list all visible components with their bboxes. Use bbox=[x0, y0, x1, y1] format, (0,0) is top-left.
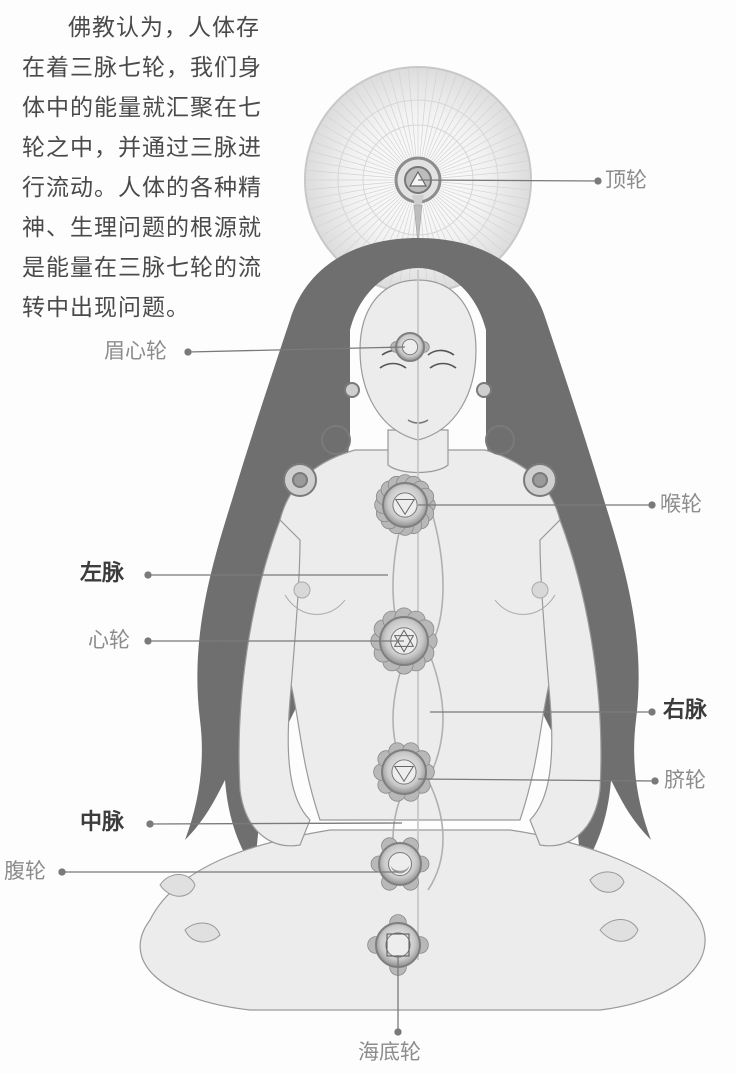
intro-line: 是能量在三脉七轮的流 bbox=[22, 248, 284, 288]
label-brow-chakra: 眉心轮 bbox=[104, 341, 167, 362]
label-central-channel: 中脉 bbox=[80, 812, 124, 834]
label-root-chakra: 海底轮 bbox=[358, 1042, 421, 1063]
navel-chakra-icon bbox=[374, 743, 435, 802]
label-throat-chakra: 喉轮 bbox=[660, 494, 702, 515]
label-sacral-chakra: 腹轮 bbox=[4, 861, 46, 882]
intro-line: 行流动。人体的各种精 bbox=[22, 168, 284, 208]
label-navel-chakra: 脐轮 bbox=[664, 770, 706, 791]
label-left-channel: 左脉 bbox=[80, 563, 124, 585]
label-heart-chakra: 心轮 bbox=[88, 630, 130, 651]
intro-line: 轮之中，并通过三脉进 bbox=[22, 128, 284, 168]
intro-line: 佛教认为，人体存 bbox=[22, 8, 284, 48]
intro-line: 神、生理问题的根源就 bbox=[22, 208, 284, 248]
label-crown-chakra: 顶轮 bbox=[605, 170, 647, 191]
intro-line: 体中的能量就汇聚在七 bbox=[22, 88, 284, 128]
label-right-channel: 右脉 bbox=[663, 700, 707, 722]
intro-paragraph: 佛教认为，人体存 在着三脉七轮，我们身 体中的能量就汇聚在七 轮之中，并通过三脉… bbox=[22, 8, 284, 328]
intro-line: 在着三脉七轮，我们身 bbox=[22, 48, 284, 88]
intro-line: 转中出现问题。 bbox=[22, 288, 284, 328]
